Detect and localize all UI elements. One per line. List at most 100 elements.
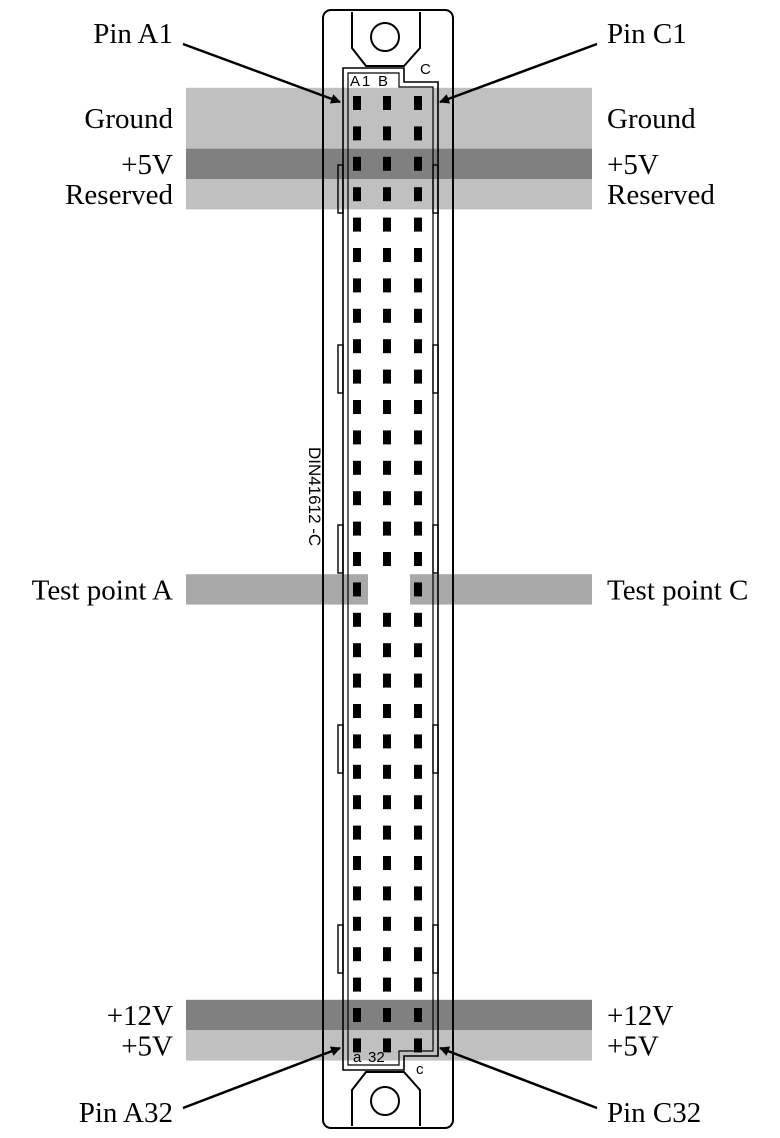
pin-b18	[383, 612, 391, 627]
pin-c32	[414, 1038, 422, 1053]
pin-b9	[383, 339, 391, 354]
pin-b4	[383, 187, 391, 202]
pin-c21	[414, 704, 422, 718]
pin-b22	[383, 734, 391, 749]
bottom-mounting-hole-icon	[370, 1086, 400, 1116]
signal-bands	[186, 87, 592, 1061]
pin-c31	[414, 1008, 422, 1022]
pin-a11	[353, 400, 361, 414]
pin-b16	[383, 552, 391, 566]
pin-c1-arrow	[439, 42, 598, 104]
pin-a28	[353, 916, 361, 931]
pin-field-outer-outline	[342, 67, 439, 1071]
pin-b13	[383, 460, 391, 475]
pin-a2	[353, 126, 361, 141]
pin-b14	[383, 491, 391, 506]
pin-c32-label: Pin C32	[607, 1097, 701, 1129]
pin-c28	[414, 916, 422, 931]
pin-b21	[383, 704, 391, 718]
band-3-right	[410, 574, 592, 605]
pin-a5	[353, 217, 361, 232]
top-mounting-hole-icon	[370, 22, 400, 52]
pin-a1-label: Pin A1	[93, 18, 173, 50]
pin-b29	[383, 947, 391, 962]
band-label-left-3: Test point A	[32, 574, 173, 606]
pin-a32-label: Pin A32	[79, 1097, 173, 1129]
pin-a1	[353, 96, 361, 110]
connector-marking: DIN41612 -C	[305, 447, 324, 546]
pin-b8	[383, 308, 391, 323]
pin-field-inner-outline	[347, 72, 434, 1066]
pin-c12	[414, 430, 422, 445]
pin-a23	[353, 764, 361, 779]
top-mounting-flange	[351, 12, 421, 67]
band-label-right-2: Reserved	[607, 179, 715, 211]
pin-a19	[353, 643, 361, 658]
pin-a4	[353, 187, 361, 202]
band-label-left-2: Reserved	[65, 179, 173, 211]
pin-c27	[414, 886, 422, 901]
pin-c13	[414, 460, 422, 475]
band-label-left-1: +5V	[121, 149, 173, 181]
pin-b15	[383, 521, 391, 536]
pin-a26	[353, 856, 361, 870]
pin-a31	[353, 1008, 361, 1022]
pin-c29	[414, 947, 422, 962]
pin-c6	[414, 248, 422, 262]
column-label-b-top: B	[378, 73, 388, 90]
band-3-left	[186, 574, 368, 605]
band-label-left-4: +12V	[107, 1000, 173, 1032]
pin-c9	[414, 339, 422, 354]
pin-b10	[383, 369, 391, 384]
pin-b12	[383, 430, 391, 445]
pin-b32	[383, 1038, 391, 1053]
pin-b23	[383, 764, 391, 779]
pin-a18	[353, 612, 361, 627]
band-label-right-1: +5V	[607, 149, 659, 181]
column-label-a-top: A	[350, 73, 360, 90]
pin-a13	[353, 460, 361, 475]
pin-b1	[383, 96, 391, 110]
pin-b24	[383, 795, 391, 810]
pin-a27	[353, 886, 361, 901]
pin-c23	[414, 764, 422, 779]
pin-c3	[414, 156, 422, 171]
pin-c19	[414, 643, 422, 658]
pin-a7	[353, 278, 361, 293]
pin-b20	[383, 673, 391, 688]
column-label-c-top: C	[420, 61, 431, 78]
pin-a32-arrow	[182, 1046, 341, 1110]
pin-b31	[383, 1008, 391, 1022]
pin-c4	[414, 187, 422, 202]
pin-c32-arrow	[439, 1046, 598, 1110]
pin-c7	[414, 278, 422, 293]
bottom-mounting-flange	[351, 1071, 421, 1126]
pin-c18	[414, 612, 422, 627]
pin-b28	[383, 916, 391, 931]
pin-b26	[383, 856, 391, 870]
pin-c10	[414, 369, 422, 384]
pin-b27	[383, 886, 391, 901]
pin-a32	[353, 1038, 361, 1053]
band-label-left-5: +5V	[121, 1030, 173, 1062]
band-label-right-5: +5V	[607, 1030, 659, 1062]
column-label-1-top: 1	[362, 73, 370, 90]
pin-c11	[414, 400, 422, 414]
pin-c30	[414, 977, 422, 992]
pin-a29	[353, 947, 361, 962]
pin-b7	[383, 278, 391, 293]
pin-c15	[414, 521, 422, 536]
band-label-right-4: +12V	[607, 1000, 673, 1032]
band-label-right-0: Ground	[607, 103, 696, 135]
pin-c2	[414, 126, 422, 141]
pin-a9	[353, 339, 361, 354]
pin-a22	[353, 734, 361, 749]
pin-a10	[353, 369, 361, 384]
pin-b19	[383, 643, 391, 658]
pin-a1-arrow	[182, 42, 341, 104]
pin-a24	[353, 795, 361, 810]
pin-b3	[383, 156, 391, 171]
column-label-32-bottom: 32	[368, 1049, 385, 1066]
pin-c1	[414, 96, 422, 110]
pin-c14	[414, 491, 422, 506]
